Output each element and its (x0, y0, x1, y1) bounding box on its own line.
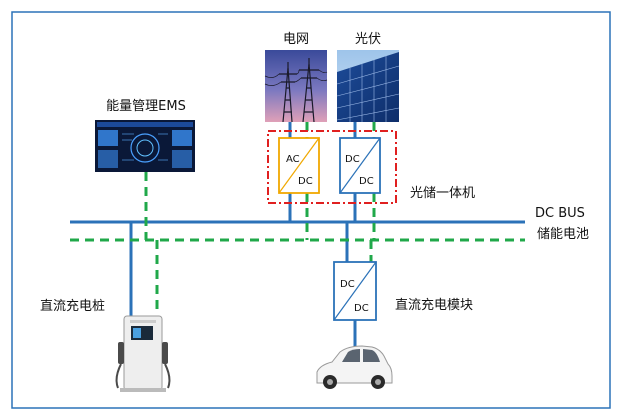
ems-label: 能量管理EMS (106, 99, 186, 114)
ac-dc-bottom-label: DC (298, 176, 313, 187)
solar-panel-image (336, 50, 400, 122)
comm-lines (70, 122, 525, 312)
ac-dc-converter: AC DC (278, 137, 320, 194)
electric-car-image (316, 345, 393, 389)
charge-dc-dc-converter: DC DC (333, 261, 377, 321)
charge-dc-dc-top-label: DC (340, 279, 355, 290)
pv-dc-dc-top-label: DC (345, 154, 360, 165)
battery-label: 储能电池 (537, 227, 589, 242)
pv-dc-dc-bottom-label: DC (359, 176, 374, 187)
charge-dc-dc-bottom-label: DC (354, 303, 369, 314)
charging-pile-label: 直流充电桩 (40, 298, 105, 314)
charging-pile-image (115, 315, 171, 392)
pv-dc-dc-converter: DC DC (339, 137, 381, 194)
dc-bus-label: DC BUS (535, 206, 585, 221)
pv-label: 光伏 (355, 32, 381, 47)
power-grid-image (264, 50, 328, 123)
ac-dc-top-label: AC (286, 154, 300, 165)
grid-label: 电网 (283, 32, 309, 47)
charging-module-label: 直流充电模块 (395, 297, 473, 313)
ems-screen-image (95, 120, 195, 172)
pcs-group-label: 光储一体机 (410, 186, 475, 201)
pcs-group-box (267, 130, 397, 204)
